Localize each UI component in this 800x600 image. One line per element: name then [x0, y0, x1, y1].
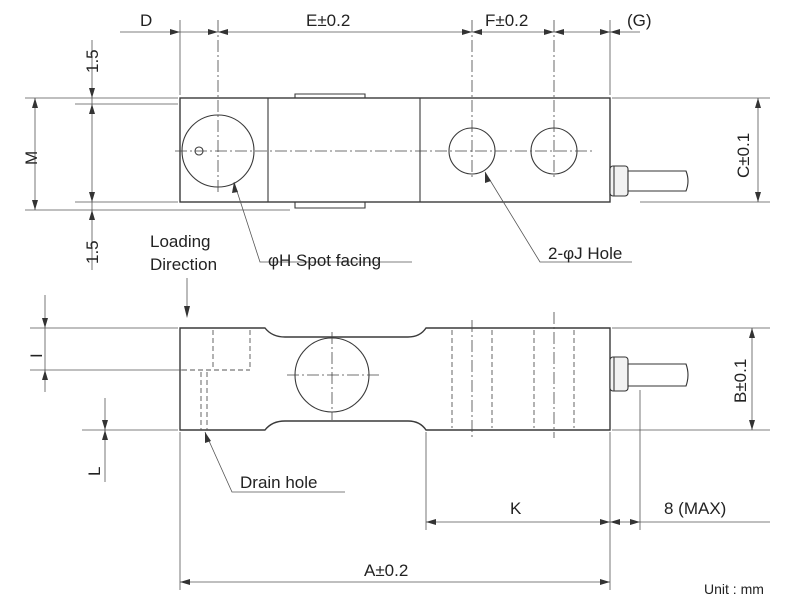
label-15-bottom: 1.5 [83, 240, 102, 264]
label-loading-line2: Direction [150, 255, 217, 274]
cable [627, 170, 689, 192]
label-hole: 2-φJ Hole [548, 244, 622, 263]
label-8max: 8 (MAX) [664, 499, 726, 518]
label-spot-facing: φH Spot facing [268, 251, 381, 270]
label-f: F±0.2 [485, 11, 528, 30]
left-dimensions-top [25, 40, 290, 270]
label-l: L [85, 467, 104, 476]
label-i: I [27, 353, 46, 358]
top-dimensions [120, 20, 640, 95]
side-view-body [179, 327, 611, 431]
top-view [175, 20, 689, 209]
label-drain-hole: Drain hole [240, 473, 318, 492]
right-dimension-b [612, 327, 770, 431]
top-view-body [179, 97, 611, 203]
connector [609, 165, 629, 197]
side-cable [627, 363, 689, 387]
label-a: A±0.2 [364, 561, 408, 580]
label-15-top: 1.5 [83, 49, 102, 73]
right-dimension-c [612, 97, 770, 203]
bottom-dimension-a [179, 432, 610, 590]
label-c: C±0.1 [734, 133, 753, 178]
loading-direction-arrow [184, 278, 190, 318]
side-connector [609, 356, 629, 392]
label-d: D [140, 11, 152, 30]
label-loading-line1: Loading [150, 232, 211, 251]
label-m: M [22, 151, 41, 165]
label-g: (G) [627, 11, 652, 30]
label-unit: Unit : mm [704, 581, 764, 597]
label-k: K [510, 499, 522, 518]
left-dimensions-side [30, 295, 182, 482]
label-b: B±0.1 [731, 359, 750, 403]
side-view [179, 312, 689, 438]
drain-hole-leader [204, 431, 345, 493]
bottom-dimensions-k [425, 390, 770, 590]
leaders-top [232, 171, 632, 263]
label-e: E±0.2 [306, 11, 350, 30]
